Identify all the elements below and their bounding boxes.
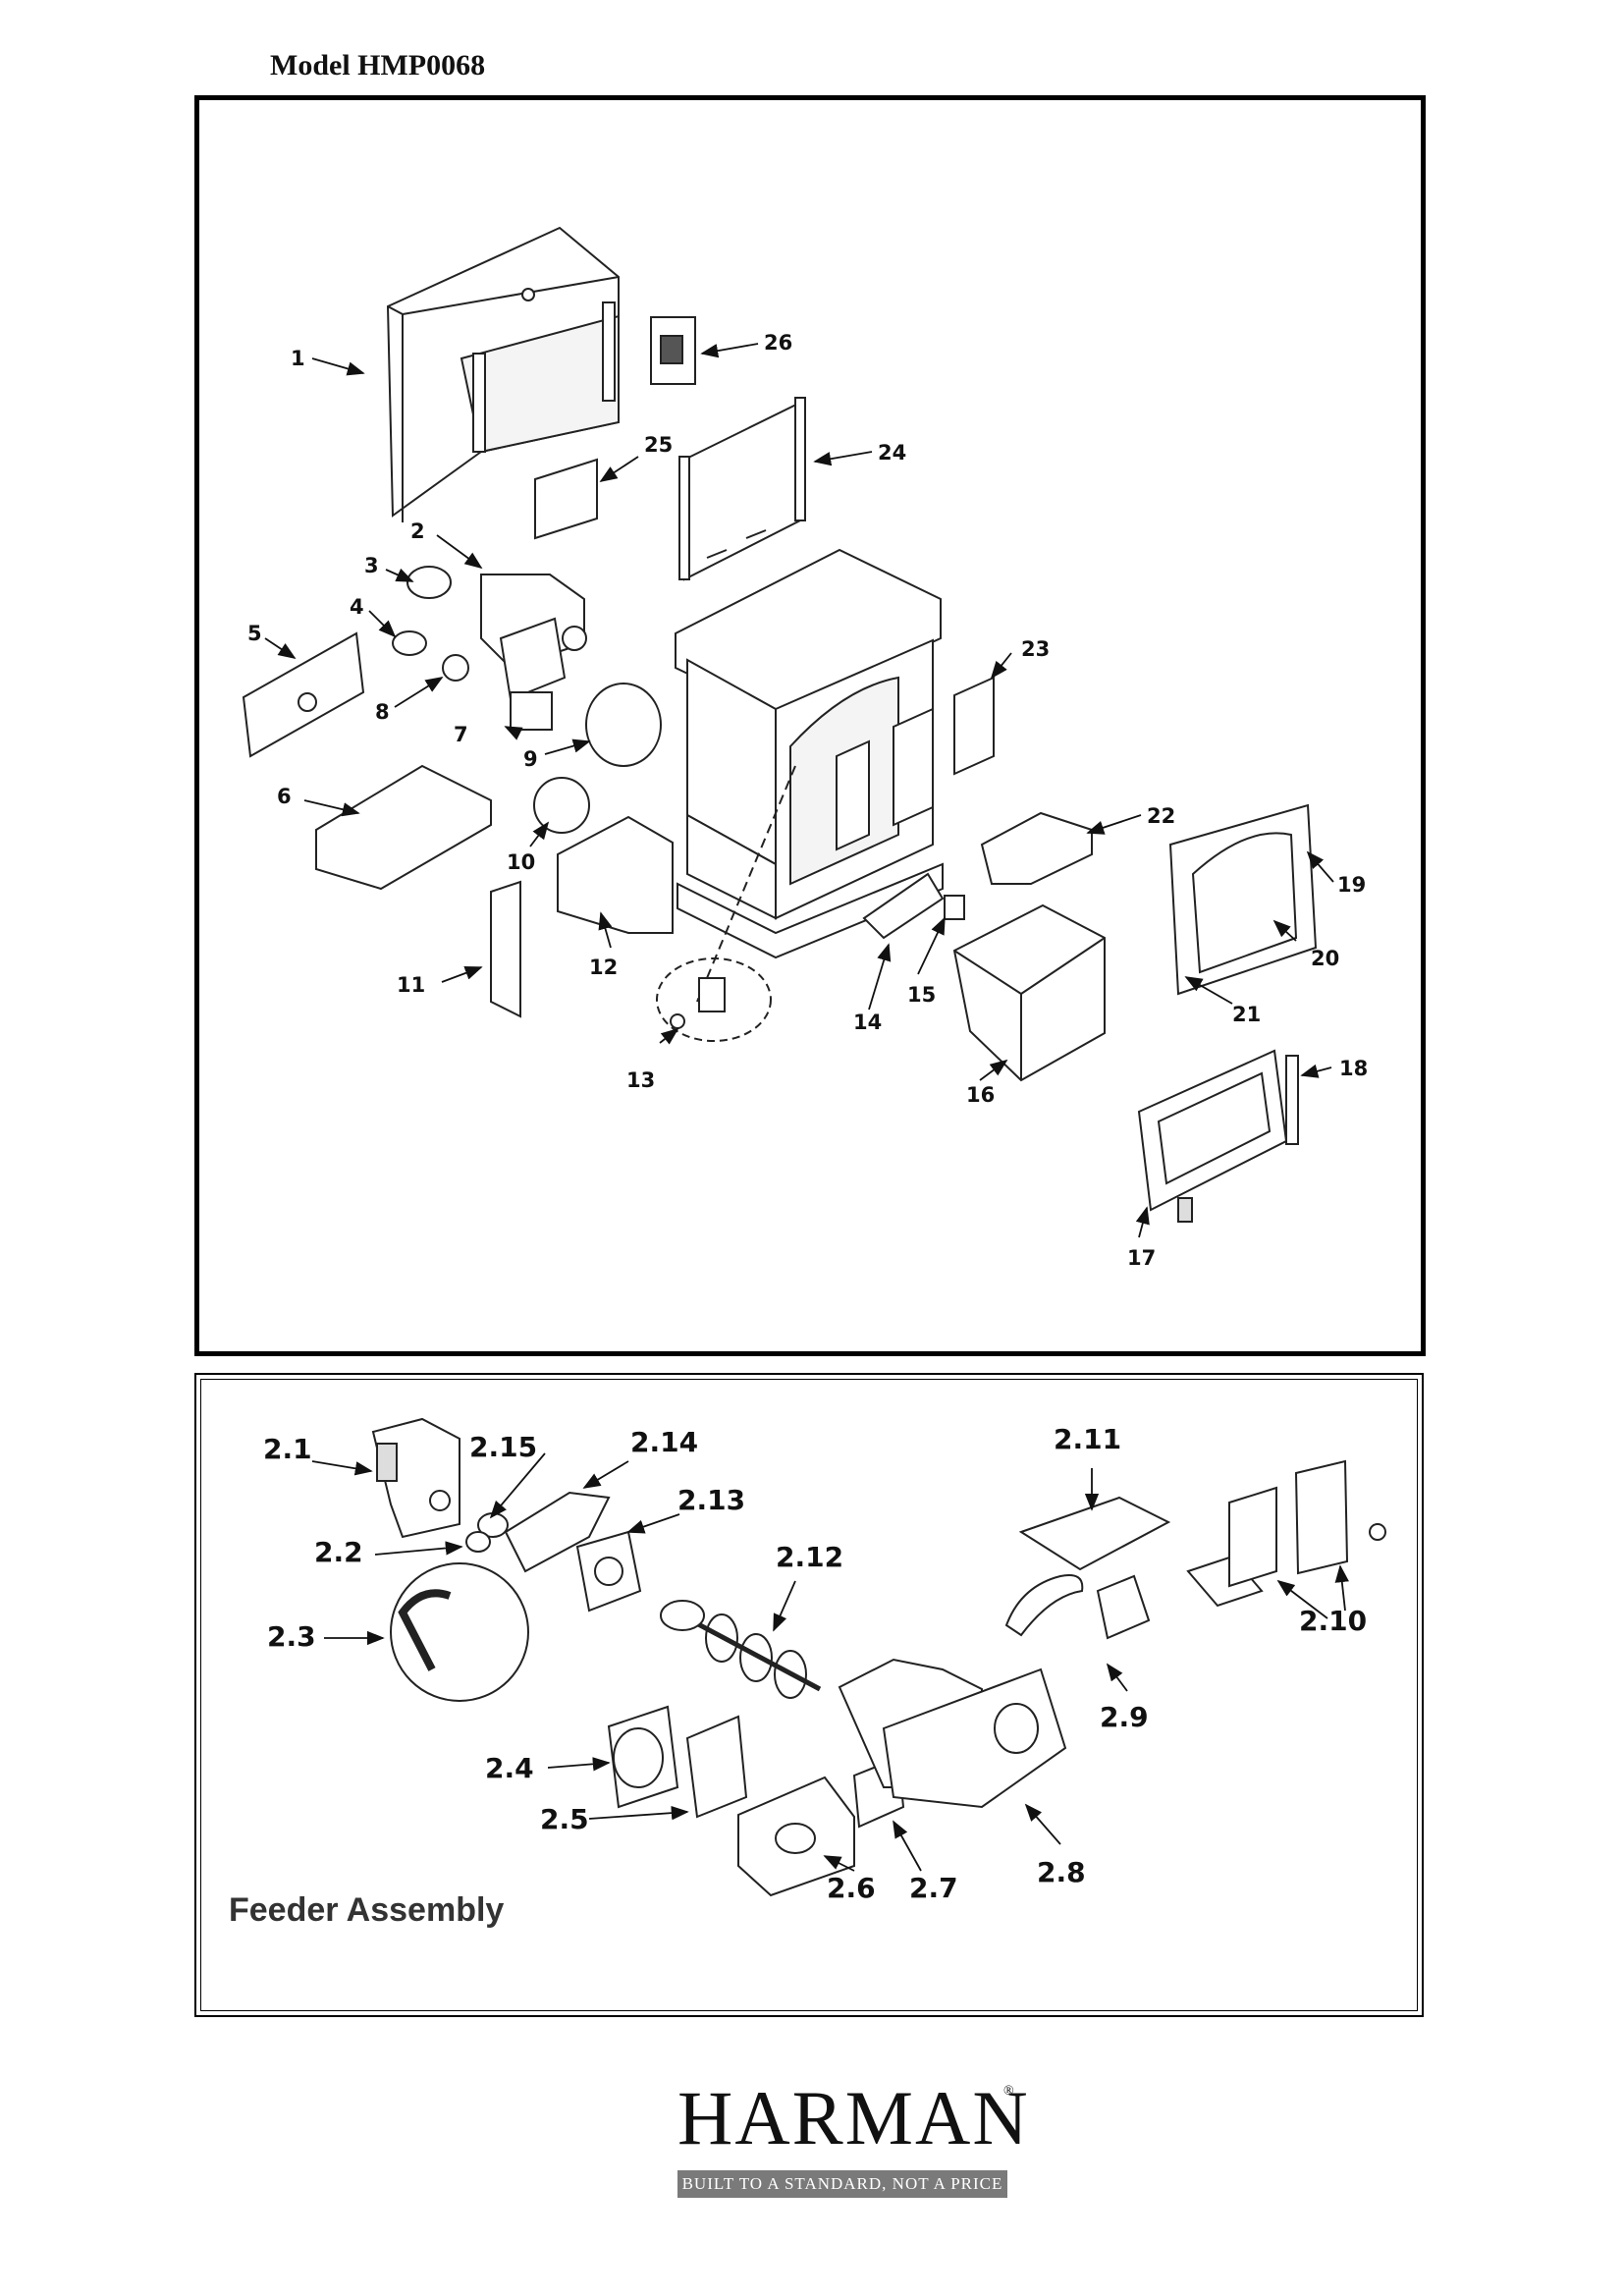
label-16: 16	[966, 1083, 995, 1107]
part-2-3-group	[390, 1562, 529, 1702]
label-7: 7	[454, 723, 468, 746]
label-2-10: 2.10	[1299, 1605, 1367, 1637]
logo-tagline: BUILT TO A STANDARD, NOT A PRICE	[677, 2170, 1007, 2198]
label-10: 10	[507, 850, 535, 874]
part-4-gasket	[392, 630, 427, 656]
label-12: 12	[589, 956, 618, 979]
part-13-bracket	[698, 977, 726, 1012]
part-12-panel	[557, 815, 674, 934]
part-1-hopper	[386, 226, 620, 522]
label-3: 3	[364, 554, 379, 577]
label-17: 17	[1127, 1246, 1156, 1270]
label-2-4: 2.4	[485, 1752, 534, 1784]
label-2-1: 2.1	[263, 1433, 312, 1465]
label-19: 19	[1337, 873, 1366, 897]
label-24: 24	[878, 441, 906, 465]
label-2-9: 2.9	[1100, 1701, 1149, 1733]
part-16-ash-pan	[952, 903, 1106, 1082]
part-2-5-gasket	[685, 1715, 748, 1819]
label-2-13: 2.13	[677, 1484, 745, 1516]
part-13-group	[656, 957, 772, 1042]
label-2-6: 2.6	[827, 1872, 876, 1904]
part-2-3-hose	[398, 1589, 452, 1671]
label-2-2: 2.2	[314, 1536, 363, 1568]
part-6-duct	[315, 764, 492, 891]
label-2-7: 2.7	[909, 1872, 958, 1904]
part-2-10-door	[1294, 1459, 1349, 1575]
label-11: 11	[397, 973, 425, 997]
label-4: 4	[350, 595, 364, 619]
part-25-plate	[534, 458, 598, 540]
part-26-board	[650, 316, 696, 385]
part-9-blower-housing	[585, 683, 662, 767]
label-2-3: 2.3	[267, 1620, 316, 1653]
label-2-14: 2.14	[630, 1426, 698, 1458]
stove-body	[675, 548, 944, 1003]
part-8-fan	[442, 654, 469, 682]
exploded-parts	[242, 226, 1318, 1223]
part-2-2-bushing	[465, 1531, 491, 1553]
part-15-bracket	[944, 895, 965, 920]
logo-wordmark: HARMAN	[677, 2075, 1030, 2160]
part-2-12-auger	[660, 1600, 822, 1699]
feeder-assembly-panel	[194, 1373, 1424, 2017]
label-22: 22	[1147, 804, 1175, 828]
label-26: 26	[764, 331, 792, 355]
label-2-8: 2.8	[1037, 1856, 1086, 1888]
label-8: 8	[375, 700, 390, 724]
part-2-11-plate	[1018, 1496, 1171, 1571]
part-18-hinge	[1285, 1055, 1299, 1145]
label-14: 14	[853, 1011, 882, 1034]
label-15: 15	[907, 983, 936, 1007]
label-2-15: 2.15	[469, 1431, 537, 1463]
label-18: 18	[1339, 1057, 1368, 1080]
label-2-11: 2.11	[1054, 1423, 1121, 1455]
part-24-side-panel	[678, 397, 806, 581]
part-23-brick	[953, 676, 995, 776]
part-2-10-bracket	[1186, 1555, 1264, 1608]
part-7-plate	[510, 691, 553, 731]
registered-mark: ®	[1003, 2084, 1014, 2099]
firebrick-left	[836, 739, 870, 851]
part-3-gasket	[406, 566, 452, 599]
part-2-motor-assembly	[480, 574, 587, 701]
label-13: 13	[626, 1068, 655, 1092]
part-11-panel	[490, 880, 521, 1018]
label-20: 20	[1311, 947, 1339, 970]
model-title: Model HMP0068	[270, 49, 486, 82]
feeder-parts	[371, 1417, 1386, 1897]
part-2-14-bracket	[504, 1491, 611, 1573]
label-5: 5	[247, 622, 262, 645]
part-2-9-lever	[1004, 1574, 1084, 1637]
exploded-arrows	[264, 343, 1334, 1238]
feeder-arrows	[311, 1452, 1349, 1872]
label-21: 21	[1232, 1003, 1261, 1026]
feeder-labels: 2.1 2.2 2.3 2.4 2.5 2.6 2.7 2.8 2.9 2.10…	[263, 1423, 1367, 1904]
label-23: 23	[1021, 637, 1050, 661]
part-2-9-clip	[1096, 1574, 1151, 1640]
part-14-plate	[862, 872, 945, 940]
part-2-10-plate	[1228, 1486, 1277, 1588]
firebrick-right	[893, 707, 934, 827]
part-10-motor	[533, 777, 590, 834]
label-2: 2	[410, 519, 425, 543]
label-2-5: 2.5	[540, 1803, 589, 1835]
exploded-view-panel	[194, 95, 1426, 1356]
label-9: 9	[523, 747, 538, 771]
part-2-8-box	[882, 1667, 1067, 1809]
label-6: 6	[277, 785, 292, 808]
exploded-labels: 1 2 3 4 5 6 7 8 9 10 11 12 13 14 15 16 1…	[247, 331, 1368, 1270]
label-25: 25	[644, 433, 673, 457]
feeder-assembly-title: Feeder Assembly	[229, 1891, 505, 1929]
harman-logo: HARMAN ® BUILT TO A STANDARD, NOT A PRIC…	[677, 2074, 1028, 2210]
part-2-1-gear-motor	[371, 1417, 460, 1539]
part-19-door-frame	[1168, 803, 1318, 996]
label-2-12: 2.12	[776, 1541, 843, 1573]
part-22-burnpot	[980, 811, 1093, 885]
part-17-ash-door	[1137, 1049, 1288, 1223]
label-1: 1	[291, 347, 305, 370]
